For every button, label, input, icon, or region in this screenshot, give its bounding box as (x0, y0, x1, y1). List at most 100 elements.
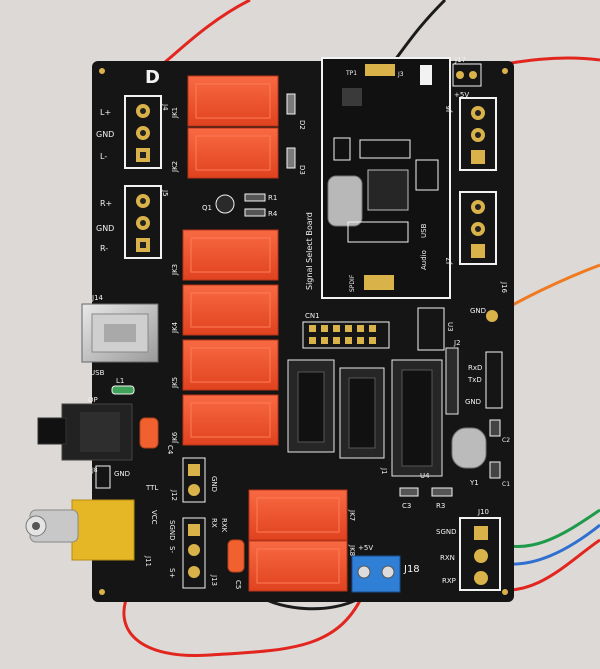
pad-j16-gnd (486, 310, 498, 322)
board-logo: D (145, 67, 160, 88)
label-r4: R4 (268, 210, 278, 218)
optical-output-connector[interactable] (37, 403, 133, 461)
cap-c1 (489, 461, 501, 479)
diode-d2 (286, 93, 296, 115)
relay-jk4 (182, 284, 279, 336)
label-tp1: TP1 (345, 70, 357, 77)
label-c1: C1 (502, 481, 510, 488)
terminal-block-j7 (459, 191, 497, 265)
label-gnd-rx: GND (465, 398, 481, 406)
label-j2: J2 (453, 339, 461, 347)
transistor-q1 (215, 194, 235, 214)
diode-d3 (286, 147, 296, 169)
label-jk1: JK1 (171, 107, 179, 119)
label-jk2: JK2 (171, 161, 179, 173)
cap-c5 (227, 539, 245, 573)
label-r1: R1 (268, 194, 277, 202)
label-s-plus: S+ (168, 568, 176, 578)
label-r-minus: R- (100, 244, 108, 253)
label-c4: C4 (166, 445, 174, 455)
label-plus5v-bottom: +5V (358, 544, 373, 552)
header-rxd-txd (485, 351, 503, 409)
rca-jack[interactable] (25, 499, 135, 561)
label-sgnd-right: SGND (436, 528, 457, 536)
label-jk3: JK3 (171, 264, 179, 276)
ic-socket-right (391, 359, 443, 477)
relay-jk1 (187, 75, 279, 127)
wire-black-top (393, 0, 447, 61)
label-d3: D3 (298, 165, 306, 175)
label-l-minus: L- (100, 152, 107, 161)
cap-c3 (399, 487, 419, 497)
resistor-r4 (244, 208, 266, 217)
label-ttl: TTL (145, 484, 158, 492)
header-j17 (452, 63, 482, 87)
terminal-block-j5 (124, 185, 162, 259)
label-j16: J16 (500, 281, 508, 294)
relay-jk5 (182, 339, 279, 391)
relay-jk6 (182, 394, 279, 446)
cap-c4 (139, 417, 159, 449)
label-l-plus: L+ (100, 108, 111, 117)
label-gnd-j8: GND (114, 470, 130, 478)
label-txd: TxD (467, 376, 482, 384)
label-gnd-j12: GND (210, 476, 218, 492)
terminal-block-j10 (459, 517, 501, 591)
label-c3: C3 (402, 502, 411, 510)
header-j12 (182, 457, 206, 503)
label-j14: J14 (91, 294, 104, 302)
label-usb: USB (90, 369, 105, 377)
label-y1: Y1 (469, 479, 479, 487)
label-jk7: JK7 (348, 509, 356, 521)
label-j6: J6 (445, 105, 453, 113)
label-j3: J3 (397, 71, 404, 78)
label-op: OP (88, 396, 98, 404)
label-plus5v-top: +5V (454, 91, 469, 99)
wire-red-top (164, 0, 251, 64)
label-j12: J12 (170, 489, 178, 501)
header-j8 (95, 465, 111, 489)
crystal-y1 (451, 427, 487, 469)
wire-red-bottom (122, 589, 367, 658)
label-gnd-j5: GND (96, 224, 114, 233)
label-j4: J4 (161, 103, 169, 111)
label-sgnd-left: SGND (168, 520, 176, 541)
resistor-r1 (244, 193, 266, 202)
label-jk6: JK6 (171, 431, 179, 444)
terminal-block-j6 (459, 97, 497, 171)
terminal-block-j4 (124, 95, 162, 169)
label-s-minus: S- (168, 546, 176, 553)
cap-c2 (489, 419, 501, 437)
label-d2: D2 (298, 120, 306, 130)
label-r-plus: R+ (100, 199, 112, 208)
label-jk8: JK8 (348, 544, 356, 556)
label-j8: J8 (91, 467, 98, 474)
usb-connector[interactable] (81, 303, 159, 363)
label-rxd: RxD (468, 364, 482, 372)
module-label-spdif: SPDIF (349, 274, 356, 292)
label-j7: J7 (445, 257, 453, 265)
label-j1: J1 (380, 467, 388, 475)
ic-socket-left (287, 359, 335, 453)
ic-u3 (417, 307, 445, 351)
label-j5: J5 (161, 189, 169, 197)
header-j2 (445, 347, 459, 415)
module-label-usb: USB (420, 223, 428, 238)
module-label-audio: Audio (420, 250, 428, 270)
label-j11: J11 (144, 555, 152, 567)
power-terminal-j18[interactable] (351, 555, 401, 593)
ic-socket-mid (339, 367, 385, 459)
label-u3: U3 (446, 322, 454, 332)
label-l1: L1 (116, 377, 124, 385)
relay-jk3 (182, 229, 279, 281)
label-vcc: VCC (150, 510, 158, 525)
relay-jk2 (187, 127, 279, 179)
label-jk5: JK5 (171, 377, 179, 389)
label-cn1: CN1 (305, 312, 320, 320)
label-rx: RX (210, 518, 218, 528)
label-j17: J17 (454, 56, 466, 64)
label-j18: J18 (403, 564, 420, 575)
label-j13: J13 (210, 574, 218, 586)
relay-jk8 (248, 540, 348, 592)
inductor-l1 (111, 385, 135, 395)
